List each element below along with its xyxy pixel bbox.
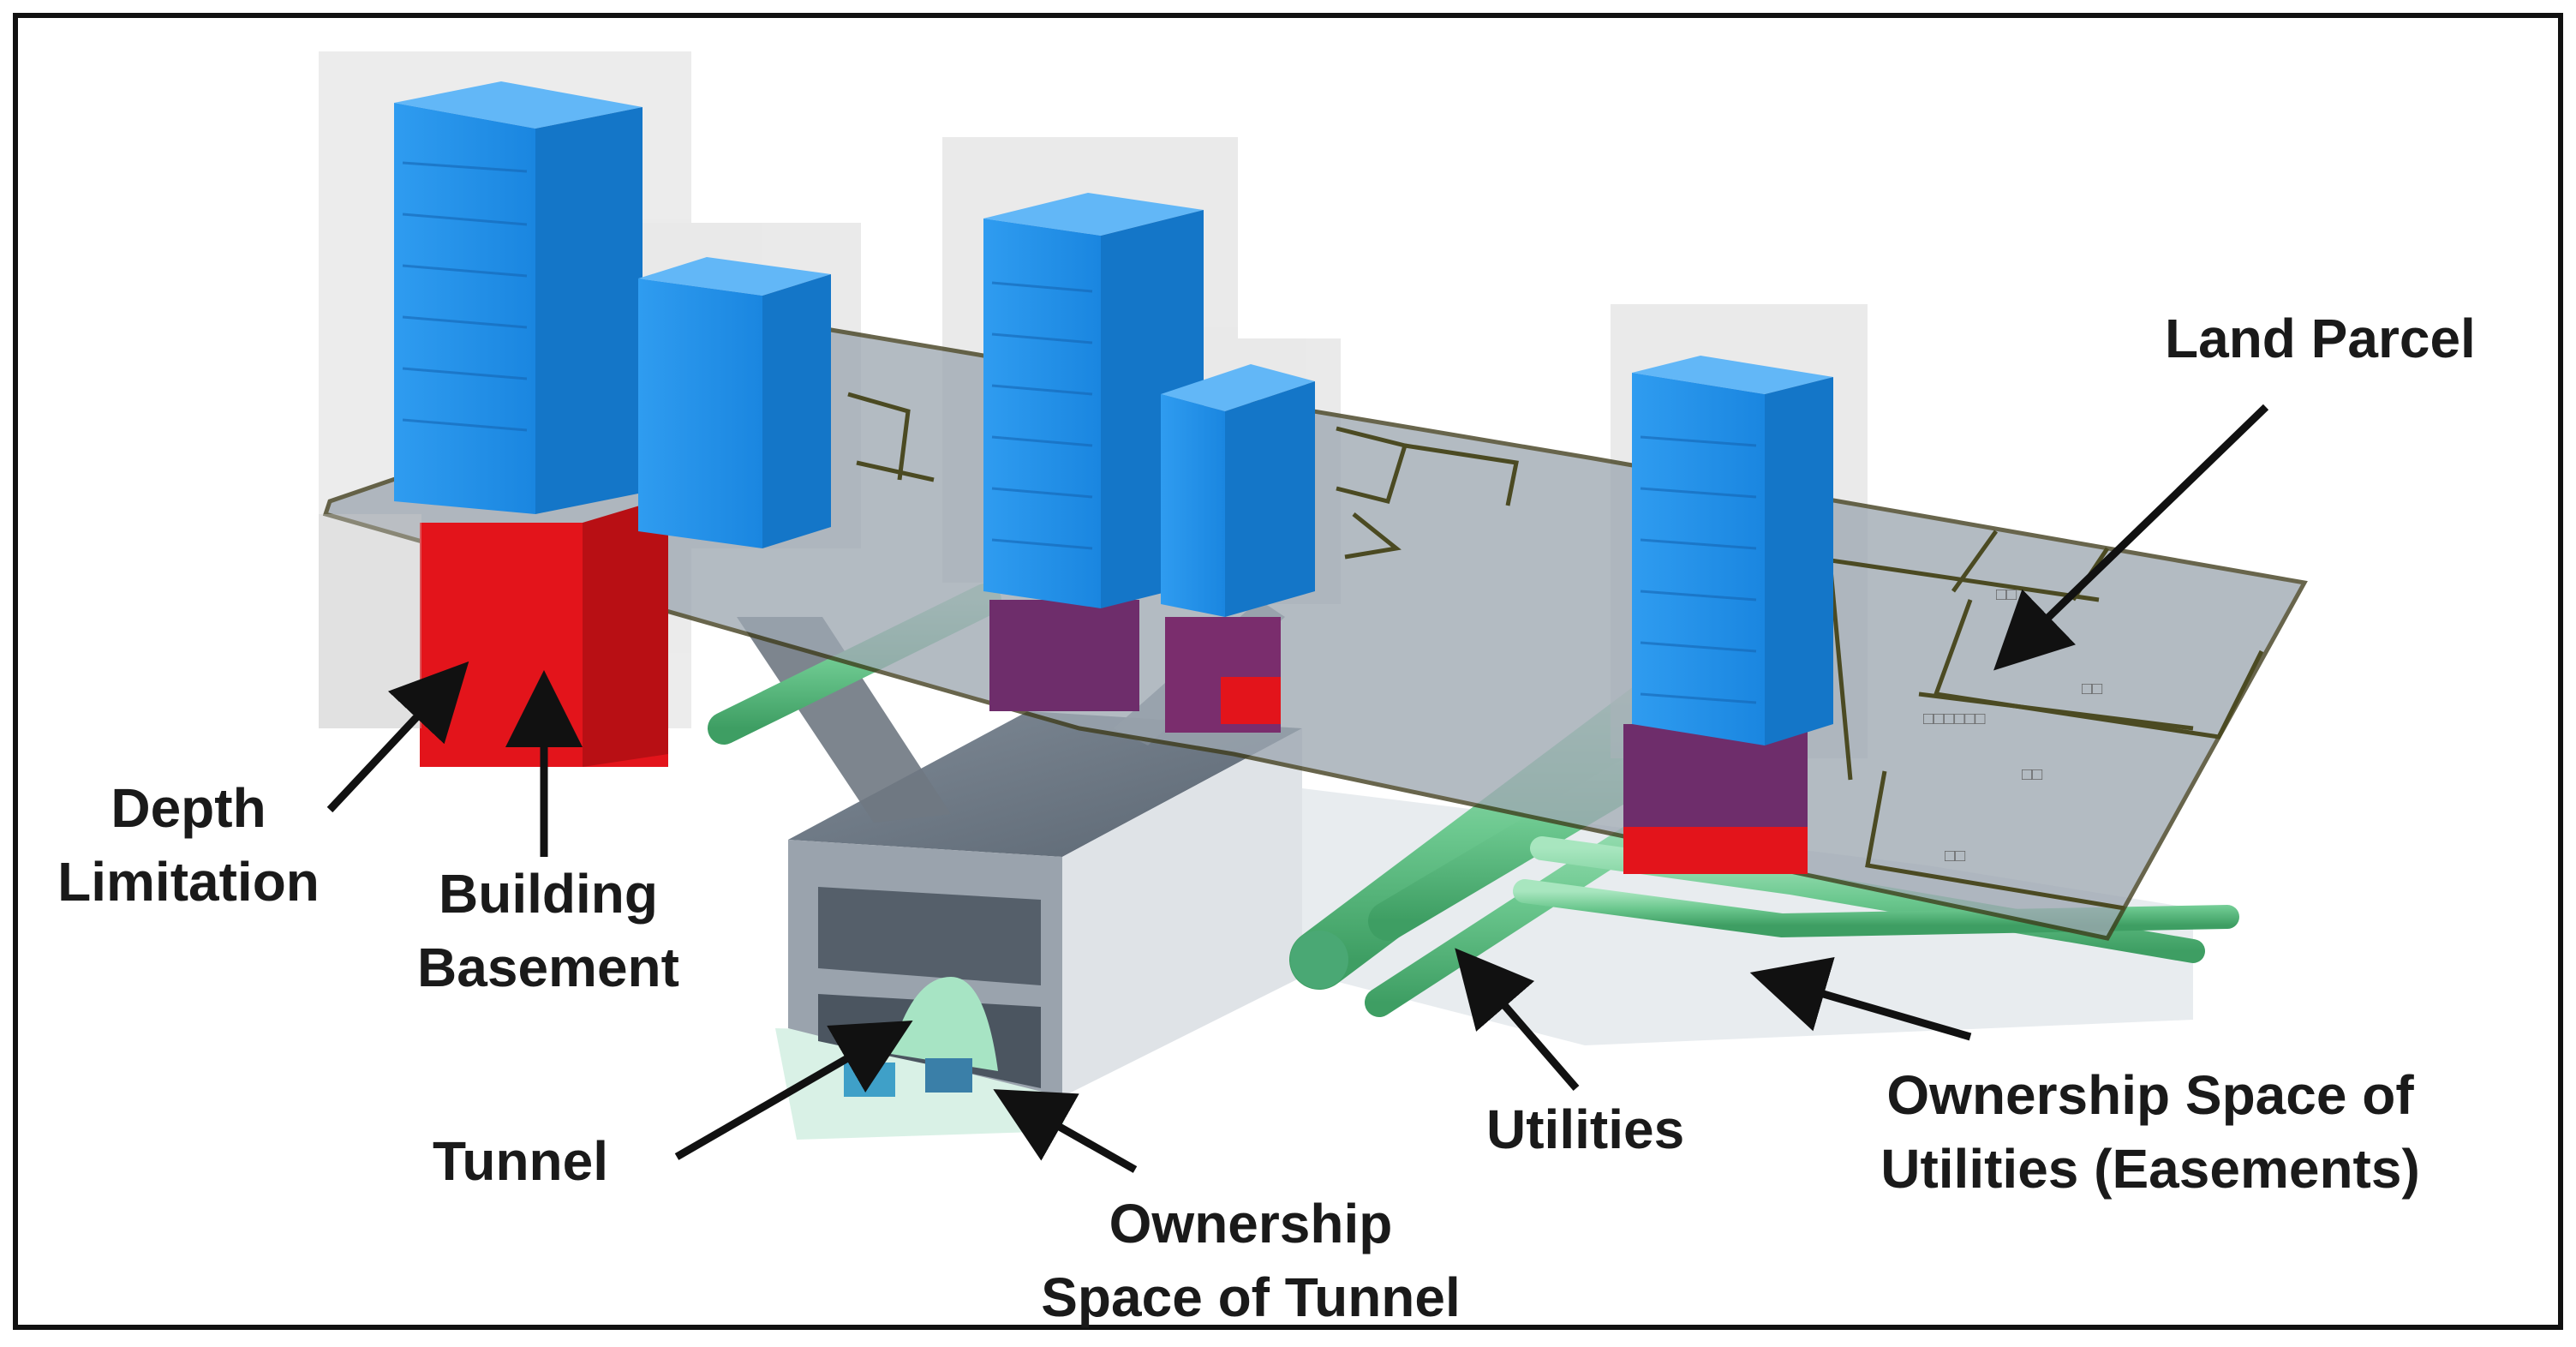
svg-text:□□: □□ (2082, 679, 2102, 698)
arrows (326, 404, 2269, 1173)
label-utilities: Utilities (1486, 1099, 1685, 1160)
label-tunnel: Tunnel (433, 1130, 608, 1192)
label-ownership-utilities: Ownership Space of Utilities (Easements) (1808, 1058, 2493, 1206)
label-depth-limitation: Depth Limitation (26, 771, 351, 919)
arrow-land-parcel (1993, 404, 2269, 671)
label-depth-limitation-line2: Limitation (57, 851, 320, 913)
label-building-basement-line1: Building (439, 863, 658, 925)
building-space-ghost-front (319, 514, 421, 728)
label-ownership-tunnel-line2: Space of Tunnel (1041, 1266, 1461, 1328)
label-land-parcel: Land Parcel (2165, 308, 2476, 369)
label-ownership-utilities-line1: Ownership Space of (1886, 1064, 2414, 1126)
arrow-ownership-tunnel (993, 1089, 1138, 1173)
label-ownership-tunnel-line1: Ownership (1109, 1193, 1393, 1254)
label-ownership-tunnel: Ownership Space of Tunnel (985, 1187, 1516, 1334)
svg-text:□□: □□ (1996, 585, 2017, 604)
basements (420, 497, 1808, 874)
label-building-basement: Building Basement (368, 857, 728, 1004)
arrow-ownership-utilities (1749, 956, 1972, 1041)
tunnel-box (788, 711, 1302, 1097)
label-depth-limitation-line1: Depth (111, 777, 266, 839)
svg-text:□□: □□ (2022, 765, 2042, 784)
arrow-tunnel (674, 1021, 913, 1160)
buildings (394, 81, 1833, 745)
label-ownership-utilities-line2: Utilities (Easements) (1880, 1138, 2420, 1200)
svg-text:□□□□□□: □□□□□□ (1923, 709, 1985, 728)
arrow-utilities (1455, 948, 1580, 1091)
label-building-basement-line2: Basement (417, 937, 679, 998)
tunnel-ramp (737, 617, 951, 823)
svg-text:□□: □□ (1945, 847, 1965, 865)
arrow-depth-limitation (326, 661, 469, 813)
